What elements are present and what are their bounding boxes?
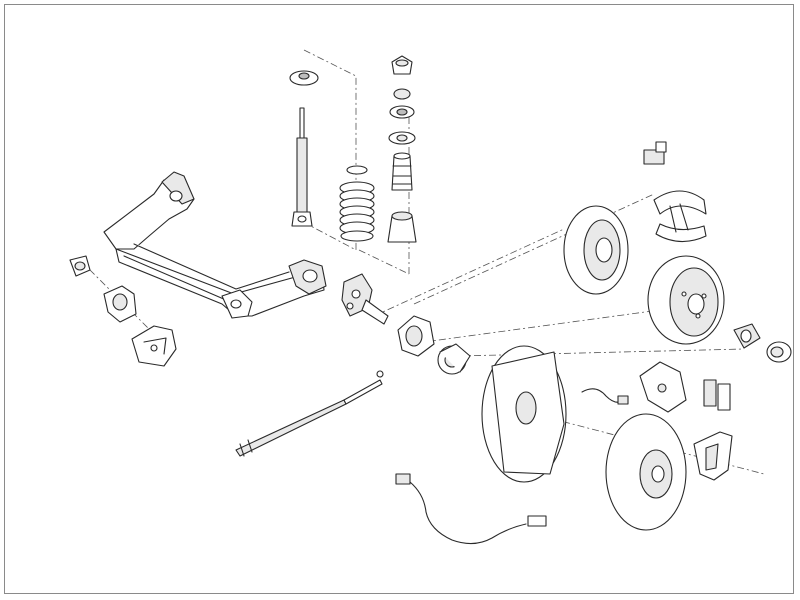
brake-drum-backplate [563, 205, 629, 295]
diagram-frame [4, 4, 794, 594]
brake-caliper [639, 361, 687, 413]
strut-bump-stop [391, 152, 413, 191]
strut-dust-boot [387, 211, 417, 243]
axle-bushing-large [103, 285, 137, 323]
hub-bushing [733, 323, 761, 349]
wheel-bearing-housing [397, 315, 435, 357]
brake-shoes [653, 190, 707, 243]
shock-top-washer [289, 70, 319, 86]
stub-axle [341, 273, 389, 325]
abs-sensor-cable [395, 473, 547, 545]
axle-bushing-small [69, 255, 91, 277]
brake-disc [605, 413, 687, 531]
spring-seat [346, 165, 368, 175]
strut-top-mount [388, 88, 416, 145]
shock-absorber [291, 107, 313, 227]
strut-top-nut [391, 55, 413, 75]
coil-spring [339, 181, 375, 242]
brake-drum [647, 255, 725, 345]
axle-mount-bracket [131, 325, 177, 367]
wheel-bearing [437, 343, 471, 375]
caliper-carrier [693, 431, 733, 481]
abs-sensor-small [581, 388, 629, 405]
rear-axle-beam [103, 171, 327, 319]
brake-backing-plate [481, 345, 567, 483]
handbrake-cable [235, 370, 384, 457]
hub-cap [766, 341, 792, 363]
brake-pads [703, 379, 731, 411]
wheel-cylinder [643, 141, 667, 165]
